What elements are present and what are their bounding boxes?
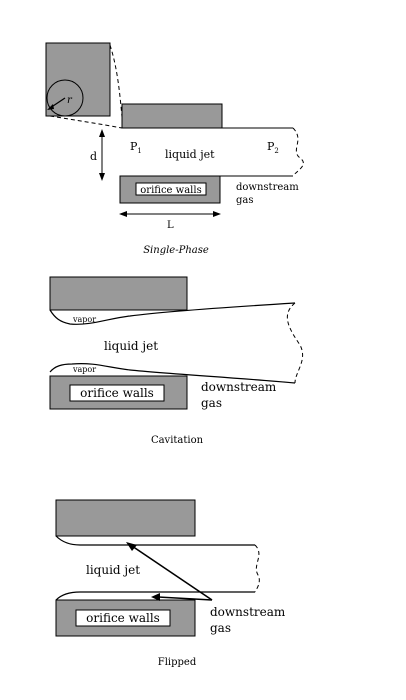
single-phase-panel: r orifice walls d P1 P2 liquid jet downs… (45, 42, 304, 256)
orifice-walls-label: orifice walls (80, 386, 154, 400)
upper-orifice-wall (49, 276, 188, 311)
p2-label: P2 (267, 140, 279, 155)
liquid-jet-label: liquid jet (165, 148, 215, 161)
gas-label: gas (210, 621, 231, 635)
liquid-jet-label: liquid jet (86, 563, 140, 577)
gas-arrowhead-upper (126, 542, 137, 551)
flipped-panel: orifice walls liquid jet downstream gas … (55, 499, 286, 668)
flipped-caption: Flipped (158, 657, 197, 668)
gas-arrowhead-lower (151, 593, 160, 601)
orifice-walls-label: orifice walls (140, 185, 201, 196)
upper-vapor-pocket (49, 302, 296, 325)
downstream-label: downstream (201, 380, 277, 394)
diameter-arrowhead-top (99, 129, 105, 137)
length-arrowhead-right (213, 211, 221, 217)
orifice-walls-label-box (69, 384, 165, 402)
lower-vapor-label: vapor (72, 365, 96, 374)
jet-lower-boundary (55, 591, 255, 601)
orifice-walls-label: orifice walls (86, 611, 160, 625)
upper-orifice-wall (55, 499, 196, 537)
cavitation-caption: Cavitation (151, 435, 204, 446)
gas-label: gas (201, 396, 222, 410)
diameter-label: d (90, 150, 97, 163)
length-arrowhead-left (119, 211, 127, 217)
gas-arrow-lower (157, 596, 213, 601)
orifice-walls-label-box (135, 182, 207, 196)
length-label: L (167, 220, 174, 231)
inlet-dashed-lower (49, 115, 123, 129)
single-phase-caption: Single-Phase (143, 245, 209, 256)
gas-label: gas (236, 195, 254, 206)
liquid-jet-label: liquid jet (104, 339, 158, 353)
lower-vapor-pocket (49, 363, 296, 384)
upper-orifice-wall (121, 103, 223, 129)
inlet-dashed-upper (109, 44, 124, 129)
radius-label: r (67, 95, 73, 106)
radius-arrowhead (47, 104, 54, 110)
gas-arrow-upper (131, 545, 213, 601)
upstream-wall-block (45, 42, 111, 117)
jet-upper-boundary (55, 535, 255, 546)
jet-end-dashed (292, 127, 304, 177)
downstream-label: downstream (210, 605, 286, 619)
p1-label: P1 (130, 140, 142, 155)
inlet-radius-circle (46, 79, 84, 117)
diameter-arrowhead-bottom (99, 173, 105, 181)
upper-vapor-label: vapor (72, 315, 96, 324)
jet-end-dashed (254, 544, 260, 593)
orifice-walls-label-box (75, 609, 171, 627)
jet-end-dashed (286, 302, 304, 384)
downstream-label: downstream (236, 182, 299, 193)
cavitation-panel: vapor vapor orifice walls liquid jet dow… (49, 276, 304, 446)
